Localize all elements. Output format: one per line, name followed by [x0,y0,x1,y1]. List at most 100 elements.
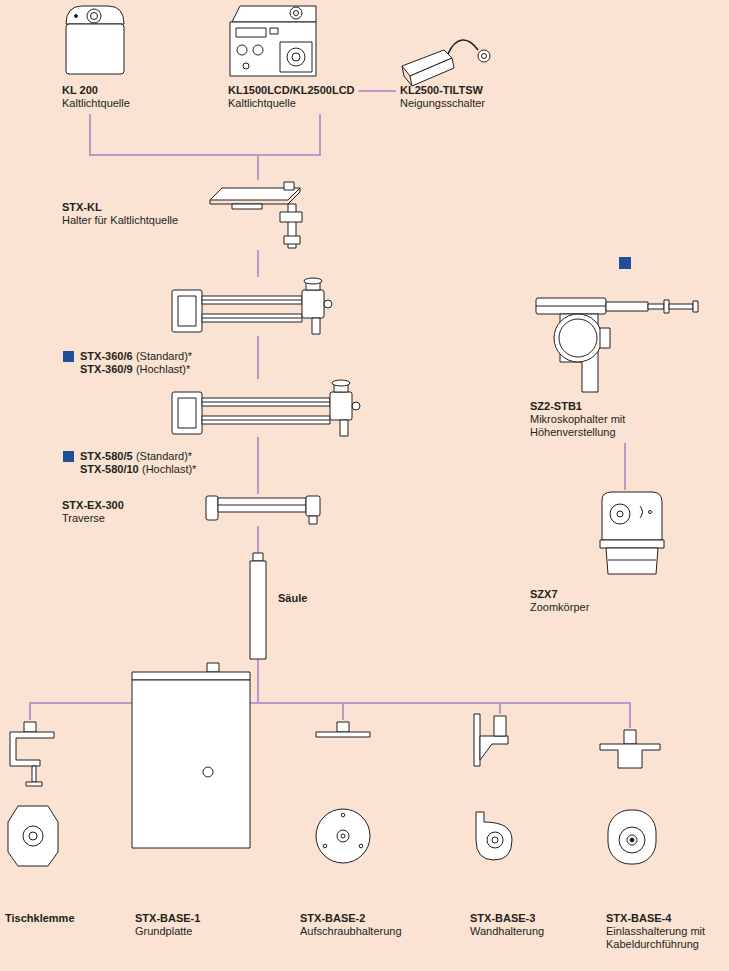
component-node: SZ2-STB1Mikroskophalter mit Höhenverstel… [526,296,700,443]
part-label: STX-KLHalter für Kaltlichtquelle [62,201,178,227]
label-line: STX-KL [62,201,178,214]
component-node: KL 200Kaltlichtquelle [58,3,134,114]
inset-mount-drawing [600,744,660,768]
part-number: STX-BASE-3 [470,912,535,924]
part-number: STX-BASE-2 [300,912,365,924]
part-label: SZ2-STB1Mikroskophalter mit Höhenverstel… [530,400,642,439]
arm-drawing [312,318,320,334]
part-number: Tischklemme [5,912,75,924]
part-description: Mikroskophalter mit Höhenverstellung [530,413,625,438]
arm-drawing [172,290,202,332]
part-description: Kaltlichtquelle [62,97,130,109]
part-description: (Hochlast)* [142,463,196,475]
light-source-drawing [287,48,305,66]
light-source-drawing [290,7,302,19]
component-node: STX-BASE-4Einlasshalterung mit Kabeldurc… [598,728,664,868]
traverse-drawing [206,496,218,520]
part-number: KL 200 [62,84,98,96]
zoom-body-drawing [617,511,623,517]
zoom-body-drawing [600,492,664,574]
tilt-switch-drawing [478,50,490,62]
part-number: STX-360/6 [80,350,133,362]
light-source-drawing [232,6,316,22]
inset-mount-drawing [630,838,634,842]
arm-drawing [202,402,330,420]
table-clamp-drawing [8,722,58,866]
light-source-drawing [66,6,124,24]
screw-mount-drawing [316,732,370,737]
light-source-drawing [230,6,316,76]
light-source-drawing [294,11,299,16]
traverse-drawing [218,498,306,512]
part-label: STX-BASE-1Grundplatte [135,912,200,938]
connector-line [251,659,258,703]
light-source-drawing [253,45,263,55]
connector-line [359,90,396,92]
blue-marker [63,451,74,462]
connector-line [258,659,343,720]
base-plate-drawing [207,663,219,672]
table-clamp-drawing [23,826,43,846]
arm-drawing [172,380,360,436]
light-source-drawing [230,22,316,76]
label-line: SZX7 [530,588,589,601]
part-number: SZ2-STB1 [530,400,582,412]
wall-mount-drawing [476,812,512,860]
label-line: Einlasshalterung mit Kabeldurchführung [606,925,718,951]
label-line: STX-BASE-1 [135,912,200,925]
part-number: STX-KL [62,201,102,213]
arm-drawing [332,380,350,386]
label-line: Aufschraubhalterung [300,925,402,938]
part-label: Säule [278,592,307,605]
component-node: STX-360/6(Standard)*STX-360/9(Hochlast)* [170,277,332,336]
arm-drawing [302,290,324,318]
label-line: Kaltlichtquelle [228,97,355,110]
part-number: STX-580/5 [80,450,133,462]
arm-drawing [178,296,196,326]
microscope-holder-drawing [536,306,606,307]
zoom-body-drawing [600,540,664,548]
zoom-body-drawing [606,548,658,574]
label-line: Traverse [62,512,124,525]
label-line: Kaltlichtquelle [62,97,130,110]
table-clamp-drawing [32,766,36,782]
part-label: STX-580/5(Standard)*STX-580/10(Hochlast)… [80,450,196,476]
part-number: STX-EX-300 [62,499,124,511]
part-number: Säule [278,592,307,604]
holder-drawing [284,236,300,244]
tilt-switch-drawing [448,40,478,54]
connector-line [257,336,259,379]
part-label: STX-360/6(Standard)*STX-360/9(Hochlast)* [80,350,192,376]
blue-marker [63,351,74,362]
holder-drawing [232,204,262,209]
connector-line [257,437,259,494]
microscope-holder-drawing [664,300,669,313]
arm-drawing [324,300,332,308]
light-source-drawing [243,63,249,69]
component-node: STX-BASE-1Grundplatte [131,662,251,850]
label-line: STX-580/5(Standard)* [80,450,196,463]
zoom-body-drawing [610,504,630,524]
component-node: STX-BASE-2Aufschraubhalterung [314,720,372,870]
screw-mount-drawing [316,809,370,863]
wall-mount-drawing [474,714,512,860]
screw-mount-drawing [337,830,349,842]
inset-mount-drawing [624,730,636,744]
table-clamp-drawing [10,732,54,766]
traverse-drawing [306,496,320,516]
microscope-holder-drawing [559,319,597,357]
part-number: STX-BASE-4 [606,912,671,924]
zoom-body-drawing [608,560,656,561]
light-source-drawing [270,28,278,34]
label-line: Grundplatte [135,925,200,938]
component-node: STX-580/5(Standard)*STX-580/10(Hochlast)… [170,379,362,437]
part-number: KL1500LCD/KL2500LCD [228,84,355,96]
table-clamp-drawing [26,782,42,786]
screw-mount-drawing [341,813,345,817]
part-label: KL1500LCD/KL2500LCDKaltlichtquelle [228,84,355,110]
connector-line [624,443,626,490]
label-line: Wandhalterung [470,925,544,938]
label-line: KL 200 [62,84,130,97]
wall-mount-drawing [474,714,480,766]
